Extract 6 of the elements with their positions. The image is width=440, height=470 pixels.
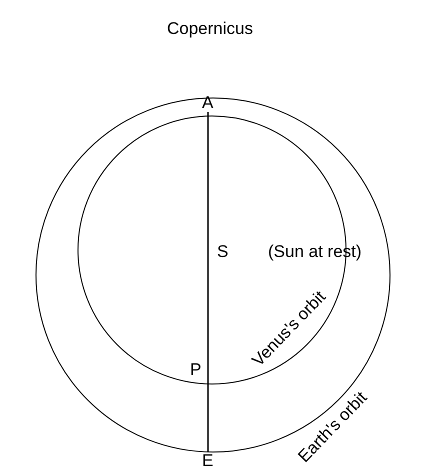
diameter-line — [207, 112, 209, 452]
point-label: P — [190, 361, 202, 379]
diagram-title: Copernicus — [167, 20, 253, 38]
point-label: A — [202, 94, 214, 112]
point-label: S — [217, 243, 228, 261]
point-label: E — [202, 452, 214, 470]
